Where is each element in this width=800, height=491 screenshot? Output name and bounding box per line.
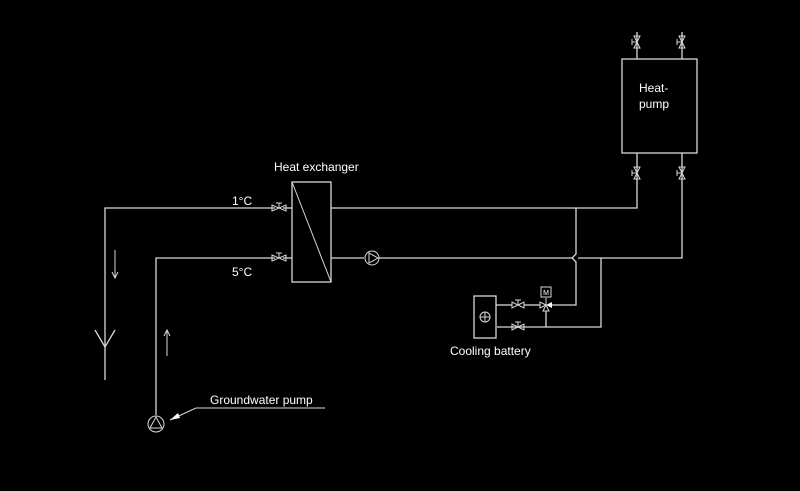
- circulation-pump-icon[interactable]: [364, 250, 380, 266]
- temp-supply-label: 1°C: [232, 194, 252, 208]
- groundwater-pump-icon[interactable]: [147, 415, 165, 433]
- valve-hp-bottom-right-icon[interactable]: [676, 166, 686, 180]
- supply-pipe-left: [104, 207, 275, 380]
- branch-return-pipe: [497, 258, 602, 328]
- valve-hp-top-left-icon[interactable]: [631, 35, 641, 49]
- heat-pump[interactable]: [621, 58, 698, 154]
- branch-supply-pipe: [552, 208, 577, 306]
- valve-return-icon[interactable]: [271, 252, 287, 262]
- three-way-valve-icon[interactable]: [539, 298, 552, 327]
- valve-hp-bottom-left-icon[interactable]: [631, 166, 641, 180]
- motor-actuator-icon: M: [540, 286, 552, 298]
- groundwater-pump-leader: [169, 407, 325, 421]
- heat-exchanger[interactable]: [291, 181, 332, 283]
- secondary-return-pipe-2: [578, 180, 683, 259]
- heat-pump-label-2: pump: [639, 97, 669, 111]
- secondary-supply-pipe: [331, 180, 638, 209]
- valve-battery-return-icon[interactable]: [511, 321, 525, 331]
- valve-hp-top-right-icon[interactable]: [676, 35, 686, 49]
- infiltration-well-icon: [94, 329, 116, 349]
- heat-exchanger-label: Heat exchanger: [274, 160, 359, 174]
- valve-battery-supply-icon[interactable]: [511, 299, 525, 309]
- motor-label: M: [543, 290, 549, 297]
- temp-return-label: 5°C: [232, 265, 252, 279]
- groundwater-pump-label: Groundwater pump: [210, 393, 313, 407]
- cooling-battery[interactable]: [473, 295, 497, 339]
- groundwater-riser: [155, 257, 275, 415]
- flow-arrow-down-icon: [111, 250, 119, 280]
- cooling-battery-label: Cooling battery: [450, 344, 531, 358]
- flow-arrow-up-icon: [163, 328, 171, 356]
- heat-pump-label-1: Heat-: [639, 81, 668, 95]
- valve-supply-icon[interactable]: [271, 202, 287, 212]
